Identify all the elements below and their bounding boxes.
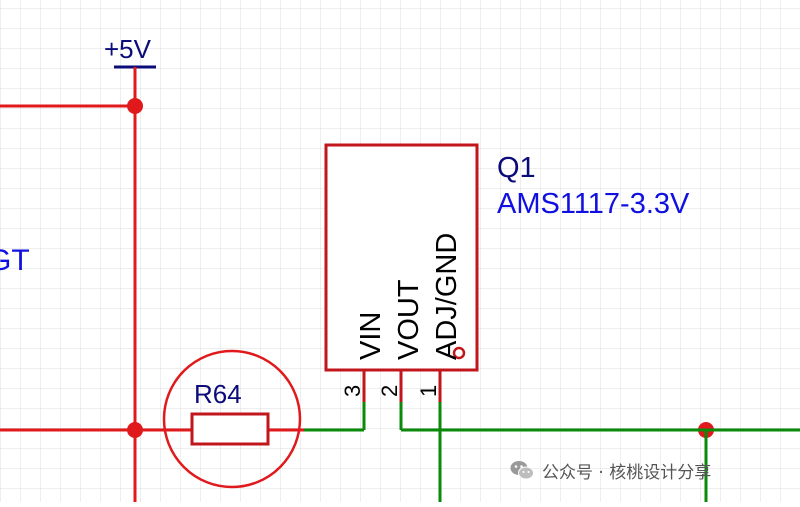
- resistor-ref: R64: [194, 379, 242, 409]
- power-symbol-5v: +5V: [104, 34, 156, 106]
- pin1-marker: [452, 346, 466, 360]
- pin-name-vin: VIN: [355, 312, 387, 360]
- watermark-text: 公众号 · 核桃设计分享: [542, 462, 712, 483]
- green-wires: [304, 402, 800, 502]
- junction-dot: [127, 98, 143, 114]
- pin-number-2: 2: [377, 385, 402, 397]
- watermark: 公众号 · 核桃设计分享: [510, 458, 712, 483]
- junction-dot: [127, 422, 143, 438]
- resistor-r64: R64: [162, 349, 302, 489]
- pin-number-1: 1: [416, 385, 441, 397]
- net-label-partial: GT: [0, 244, 30, 277]
- highlight-circle: [162, 349, 302, 489]
- pin-name-adj-gnd: ADJ/GND: [431, 233, 463, 360]
- regulator-q1: 3 2 1 VIN VOUT ADJ/GND Q1 AMS1117-3.3V: [324, 143, 690, 402]
- regulator-ref: Q1: [497, 152, 536, 184]
- regulator-part: AMS1117-3.3V: [497, 188, 690, 220]
- power-label: +5V: [104, 34, 152, 64]
- pin-name-vout: VOUT: [393, 279, 425, 360]
- wechat-icon: [510, 461, 534, 480]
- pin-number-3: 3: [340, 385, 365, 397]
